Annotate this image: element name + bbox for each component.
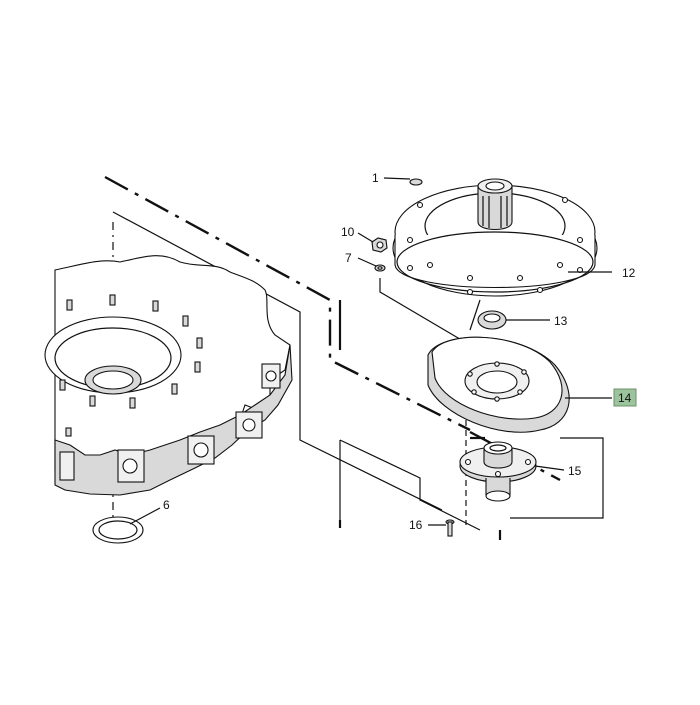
housing-studs bbox=[59, 294, 203, 437]
callout-6: 6 bbox=[163, 498, 170, 512]
callout-15: 15 bbox=[568, 464, 582, 478]
gear-housing bbox=[44, 255, 293, 496]
washer-part-7 bbox=[374, 264, 386, 272]
bolt-part-16 bbox=[445, 519, 455, 537]
callout-14-highlight bbox=[613, 388, 637, 407]
disc-bolt-holes bbox=[467, 361, 527, 402]
eccentric-disc-part-14 bbox=[427, 336, 570, 433]
callout-12: 12 bbox=[622, 266, 636, 280]
callout-7: 7 bbox=[345, 251, 352, 265]
hub-flange-part-15 bbox=[459, 441, 537, 502]
connection-lines bbox=[112, 211, 604, 540]
cover-bolt-holes bbox=[406, 196, 584, 296]
callout-13: 13 bbox=[554, 314, 568, 328]
callout-16: 16 bbox=[409, 518, 423, 532]
callout-10: 10 bbox=[341, 225, 355, 239]
cover-plate-part-12 bbox=[392, 178, 598, 297]
callout-14: 14 bbox=[618, 391, 632, 405]
nut-part-10 bbox=[371, 237, 388, 253]
callout-leaders bbox=[129, 177, 612, 526]
callout-1: 1 bbox=[372, 171, 379, 185]
bearing-part-13 bbox=[477, 310, 507, 330]
callout-labels: 1 10 7 12 13 14 15 16 6 bbox=[163, 171, 637, 532]
